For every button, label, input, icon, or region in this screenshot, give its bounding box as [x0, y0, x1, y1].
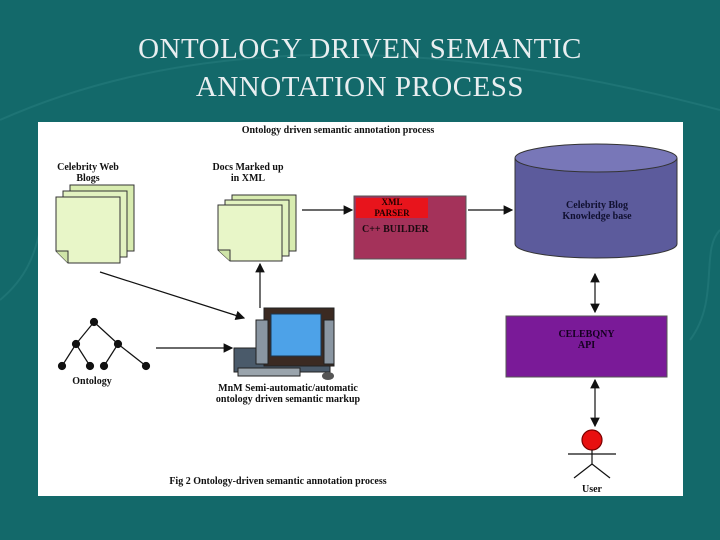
api-label-line2: API [577, 340, 596, 351]
docs-label-line2: in XML [230, 173, 266, 184]
knowledge-base-label: Celebrity Blog Knowledge base [518, 200, 676, 222]
parser-label: XML PARSER [356, 197, 428, 219]
blogs-document-stack-icon [55, 184, 135, 264]
markup-label-line2: ontology driven semantic markup [215, 394, 361, 405]
slide-title-line1: ONTOLOGY DRIVEN SEMANTIC [138, 33, 582, 65]
knowledge-base-cylinder-icon [514, 143, 678, 259]
blogs-label: Celebrity Web Blogs [48, 162, 128, 184]
parser-label-line2: PARSER [374, 208, 410, 218]
diagram-header: Ontology driven semantic annotation proc… [241, 125, 435, 136]
diagram-panel: Ontology driven semantic annotation proc… [38, 122, 683, 496]
docs-label: Docs Marked up in XML [193, 162, 303, 184]
blogs-label-line2: Blogs [76, 173, 100, 184]
flow-arrows [99, 205, 600, 428]
docs-label-line1: Docs Marked up [212, 162, 284, 173]
slide-title-line2: ANNOTATION PROCESS [195, 71, 525, 103]
parser-box [356, 198, 428, 218]
api-label: CELEBQNY API [508, 329, 665, 351]
diagram-graphics [55, 143, 678, 479]
markup-label-line1: MnM Semi-automatic/automatic [218, 383, 358, 394]
blogs-label-line1: Celebrity Web [57, 162, 119, 173]
user-label: User [582, 484, 602, 495]
markup-label: MnM Semi-automatic/automatic ontology dr… [188, 383, 388, 405]
api-label-line1: CELEBQNY [558, 329, 615, 340]
user-stick-figure-icon [568, 429, 616, 479]
figure-caption: Fig 2 Ontology-driven semantic annotatio… [169, 476, 387, 487]
ontology-tree-icon [57, 317, 151, 371]
xml-docs-document-stack-icon [217, 194, 297, 262]
parser-label-line1: XML [381, 197, 403, 207]
knowledge-base-label-line2: Knowledge base [562, 211, 632, 222]
api-box [505, 315, 668, 378]
slide-title: ONTOLOGY DRIVEN SEMANTIC ANNOTATION PROC… [0, 30, 720, 106]
builder-label: C++ BUILDER [362, 224, 429, 235]
computer-workstation-icon [233, 307, 335, 380]
ontology-label: Ontology [72, 376, 112, 387]
knowledge-base-label-line1: Celebrity Blog [566, 200, 628, 211]
